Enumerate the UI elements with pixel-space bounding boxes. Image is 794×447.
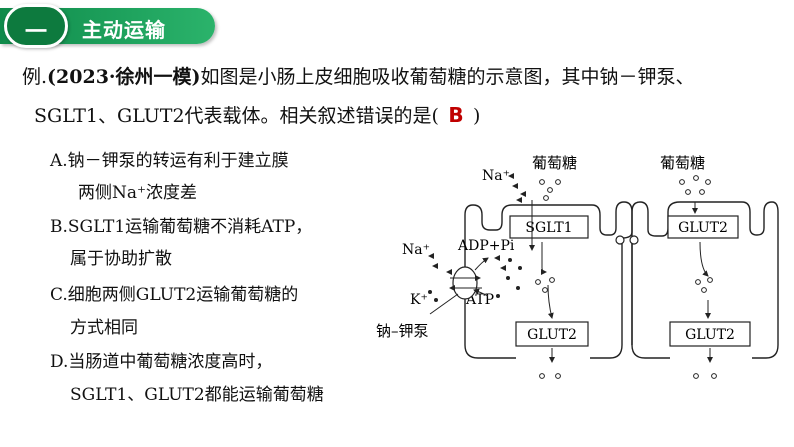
glut2-bottom-right-label: GLUT2	[685, 327, 735, 343]
sodium-ion-icon	[516, 197, 522, 203]
sodium-ion-icon	[428, 253, 434, 259]
potassium-label: K⁺	[410, 292, 428, 308]
left-cell-membrane	[464, 201, 633, 345]
sodium-left-label: Na⁺	[402, 242, 430, 258]
option-a-line-2: 两侧Na⁺浓度差	[78, 183, 197, 203]
option-c-line-2: 方式相同	[70, 318, 138, 338]
section-number-badge: 一	[4, 4, 68, 48]
question-prefix: 例.	[22, 66, 48, 88]
sodium-ion-icon	[520, 191, 526, 197]
sodium-ion-icon	[494, 255, 500, 261]
question-line-2: SGLT1、GLUT2代表载体。相关叙述错误的是( B)	[34, 101, 480, 128]
glut2-bottom-left-carrier	[515, 321, 589, 347]
question-text-2-end: )	[472, 105, 481, 127]
pump-adp-arrow	[474, 257, 489, 271]
tight-junction-icon	[629, 235, 639, 245]
answer-letter: B	[448, 103, 464, 127]
sglt1-carrier	[509, 215, 589, 239]
sglt1-label: SGLT1	[525, 220, 572, 236]
potassium-ion-icon	[428, 290, 438, 302]
section-header: 一 主动运输	[0, 0, 225, 52]
glut2-bottom-left-label: GLUT2	[527, 327, 577, 343]
potassium-ion-icon	[496, 258, 522, 298]
option-d-line-2: SGLT1、GLUT2都能运输葡萄糖	[70, 385, 324, 405]
adp-pi-label: ADP+Pi	[457, 238, 515, 254]
glut2-top-carrier	[667, 215, 739, 239]
option-b-line-1: B.SGLT1运输葡萄糖不消耗ATP，	[50, 217, 313, 237]
glut2-left-entry-arrow	[547, 284, 554, 319]
left-cell-bottom	[464, 344, 623, 359]
glucose-left-label: 葡萄糖	[532, 154, 577, 172]
glucose-right-label: 葡萄糖	[660, 154, 705, 172]
option-d-line-1: D.当肠道中葡萄糖浓度高时，	[50, 352, 273, 372]
intestinal-cell-diagram: SGLT1 GLUT2 GLUT2 GLUT2 Na⁺ 葡萄糖 葡萄糖 N	[376, 154, 779, 379]
sodium-ion-icon	[508, 173, 514, 179]
glucose-left-molecules-icon	[539, 179, 561, 201]
sodium-ion-icon	[446, 269, 452, 275]
glucose-blood-right-icon	[693, 373, 717, 379]
section-title: 主动运输	[82, 18, 166, 42]
sodium-top-label: Na⁺	[482, 168, 510, 184]
sodium-ion-icon	[500, 265, 506, 271]
question-text-2: SGLT1、GLUT2代表载体。相关叙述错误的是(	[34, 105, 439, 127]
pump-leader-line	[429, 293, 459, 315]
glut2-top-exit-arrow	[699, 241, 709, 277]
glut2-top-label: GLUT2	[678, 220, 728, 236]
sodium-potassium-pump-icon	[452, 266, 478, 300]
arrow-curve	[540, 267, 547, 275]
question-line-1: 例.(2023·徐州一模)如图是小肠上皮细胞吸收葡萄糖的示意图，其中钠－钾泵、	[22, 62, 695, 89]
glucose-blood-left-icon	[539, 373, 561, 379]
pump-atp-arrow	[473, 288, 489, 297]
section-number: 一	[24, 20, 47, 45]
option-c-line-1: C.细胞两侧GLUT2运输葡萄糖的	[50, 285, 299, 305]
glut2-bottom-right-carrier	[669, 321, 751, 347]
question-source: (2023·徐州一模)	[47, 66, 201, 88]
glucose-right-molecules-icon	[679, 175, 711, 195]
pump-label: 钠–钾泵	[376, 322, 429, 340]
tight-junction-icon	[615, 235, 625, 245]
sodium-ion-icon	[512, 183, 518, 189]
glucose-inside-right-icon	[695, 277, 713, 293]
question-text-1: 如图是小肠上皮细胞吸收葡萄糖的示意图，其中钠－钾泵、	[200, 66, 695, 88]
sodium-ion-icon	[432, 263, 438, 269]
glucose-inside-left-icon	[535, 277, 555, 293]
option-b-line-2: 属于协助扩散	[70, 249, 172, 269]
option-a-line-1: A.钠－钾泵的转运有利于建立膜	[50, 151, 289, 171]
right-cell-outline	[631, 201, 779, 359]
